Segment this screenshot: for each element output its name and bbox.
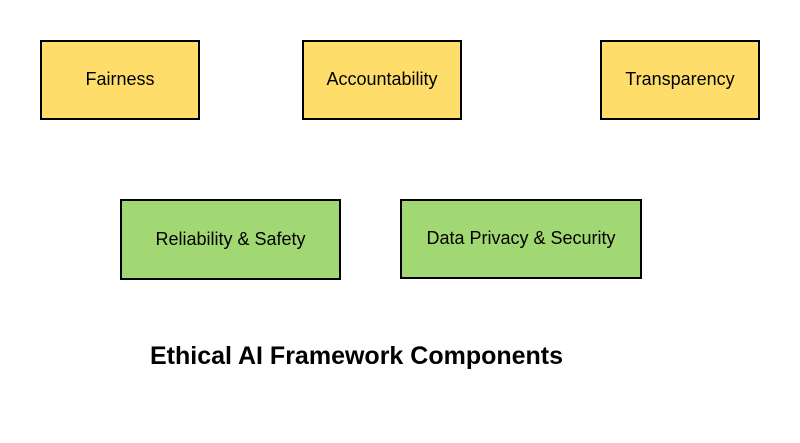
node-transparency: Transparency (600, 40, 760, 120)
node-accountability: Accountability (302, 40, 462, 120)
node-reliability-safety-label: Reliability & Safety (155, 228, 306, 249)
node-fairness-label: Fairness (85, 69, 155, 90)
node-reliability-safety: Reliability & Safety (120, 199, 341, 280)
diagram-title: Ethical AI Framework Components (150, 342, 564, 370)
node-data-privacy-security-label: Data Privacy & Security (426, 228, 616, 249)
node-accountability-label: Accountability (326, 69, 438, 90)
node-data-privacy-security: Data Privacy & Security (400, 199, 642, 279)
node-transparency-label: Transparency (625, 69, 735, 90)
node-fairness: Fairness (40, 40, 200, 120)
